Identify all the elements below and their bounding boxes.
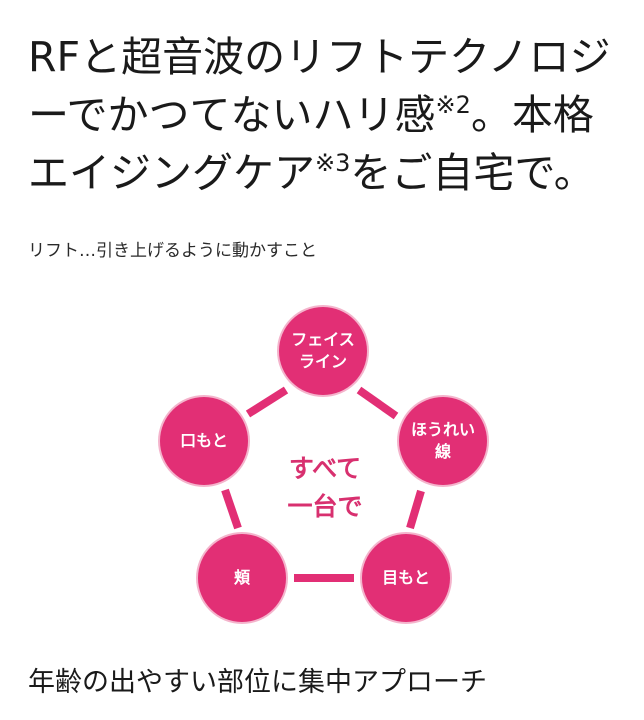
footnote-marker-2: ※2 [435,91,471,119]
footnote-marker-3: ※3 [315,149,351,177]
center-caption: すべて 一台で [287,454,363,521]
node-mouth: 口もと [160,397,248,485]
headline-line-1: RFと超音波のリフトテクノロジ [28,33,611,81]
node-mouth-label: 口もと [180,431,228,450]
node-nasolabial-label: ほうれい 線 [410,420,475,461]
headline-line-3: エイジングケア※3をご自宅で。 [28,144,628,202]
headline-line-2-text: ーでかつてないハリ感 [28,91,436,139]
headline-line-2-tail: 。本格 [470,91,594,139]
node-cheek: 頬 [198,534,286,622]
node-cheek-label: 頬 [233,568,250,587]
node-face-line-label: フェイス ライン [291,330,355,371]
node-face-line: フェイス ライン [279,307,367,395]
headline-line-3-tail: をご自宅で。 [350,149,595,197]
node-eyes: 目もと [362,534,450,622]
connector-mouth-cheek [221,488,242,530]
lift-definition-note: リフト…引き上げるように動かすこと [28,241,317,261]
node-eyes-label: 目もと [382,568,430,587]
headline-line-3-text: エイジングケア [28,149,315,197]
node-nasolabial: ほうれい 線 [399,397,487,485]
connector-nasolabial-eyes [406,489,425,530]
connector-face-mouth [245,386,289,418]
connector-face-nasolabial [356,386,399,420]
headline: RFと超音波のリフトテクノロジ ーでかつてないハリ感※2。本格 エイジングケア※… [28,28,628,202]
headline-line-2: ーでかつてないハリ感※2。本格 [28,86,628,144]
footer-caption: 年齢の出やすい部位に集中アプローチ [28,667,487,698]
